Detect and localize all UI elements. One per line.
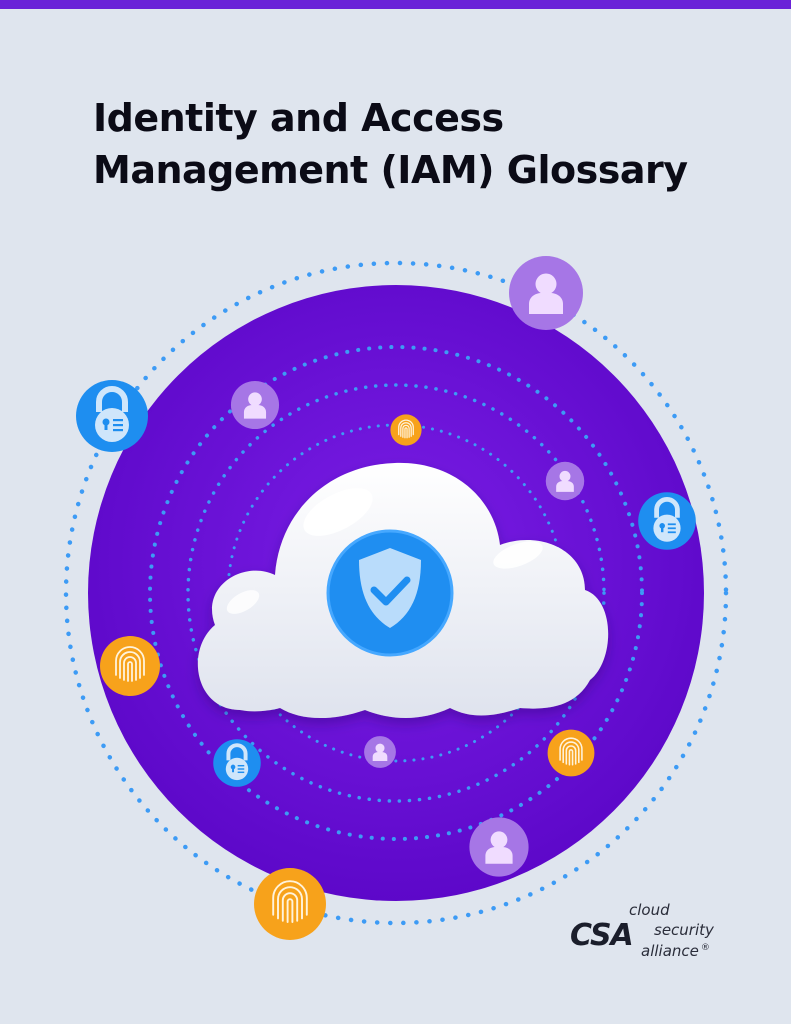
- user-icon: [364, 736, 396, 768]
- top-accent-bar: [0, 0, 791, 9]
- padlock-icon: [213, 739, 261, 787]
- user-icon: [509, 256, 583, 330]
- inner-orbit-2: [186, 383, 606, 803]
- logo-word-cloud: cloud: [629, 901, 670, 919]
- shield-check-icon: [326, 529, 454, 657]
- csa-logo: CSA cloud security alliance®: [568, 900, 743, 970]
- fingerprint-icon: [390, 414, 422, 446]
- document-title: Identity and Access Management (IAM) Glo…: [93, 92, 688, 196]
- cloud-security-illustration: [63, 256, 729, 940]
- title-line-2: Management (IAM) Glossary: [93, 148, 688, 192]
- user-icon: [545, 461, 585, 501]
- logo-word-alliance-text: alliance: [641, 942, 699, 960]
- user-icon: [230, 380, 280, 430]
- logo-mark: CSA: [570, 918, 634, 953]
- logo-word-alliance: alliance®: [641, 942, 710, 960]
- logo-word-security: security: [654, 921, 714, 939]
- fingerprint-icon: [254, 868, 326, 940]
- padlock-icon: [638, 492, 696, 550]
- title-line-1: Identity and Access: [93, 96, 504, 140]
- inner-orbit-1: [148, 345, 644, 841]
- user-icon: [469, 817, 529, 877]
- padlock-icon: [76, 380, 148, 452]
- fingerprint-icon: [547, 729, 595, 777]
- fingerprint-icon: [100, 636, 160, 696]
- outer-orbit: [63, 260, 729, 926]
- registered-mark: ®: [700, 943, 710, 953]
